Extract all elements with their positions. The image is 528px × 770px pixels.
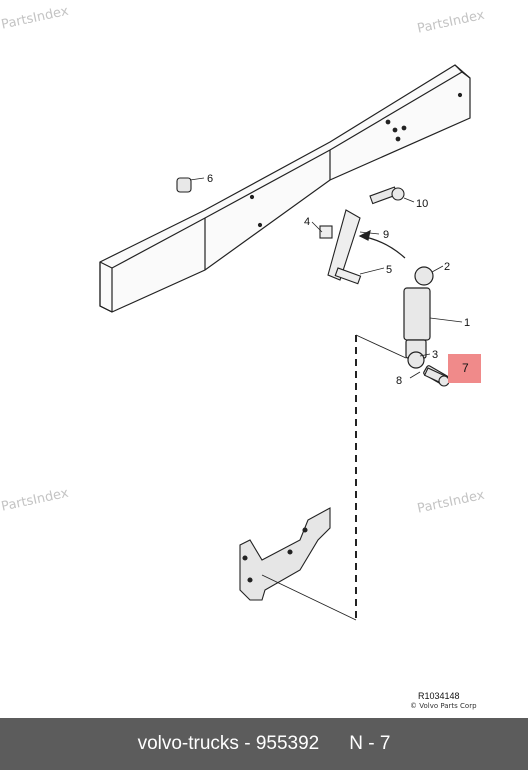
footer-bar: volvo-trucks - 955392 N - 7 bbox=[0, 718, 528, 770]
callout-8: 8 bbox=[396, 375, 402, 387]
bolt-10 bbox=[369, 186, 405, 205]
parts-diagram: 1 2 3 4 5 6 8 9 10 bbox=[99, 64, 471, 621]
frame-rail bbox=[99, 64, 471, 313]
copyright-text: © Volvo Parts Corp bbox=[410, 702, 477, 710]
ref-code: R1034148 bbox=[418, 691, 460, 701]
callout-9: 9 bbox=[383, 229, 389, 241]
callout-10: 10 bbox=[416, 198, 428, 210]
bracket-upper bbox=[319, 209, 362, 285]
callout-1: 1 bbox=[464, 317, 470, 329]
shock-absorber bbox=[403, 266, 449, 386]
lower-bracket bbox=[239, 507, 331, 601]
guide-lines bbox=[261, 334, 407, 621]
leader-lines bbox=[189, 177, 463, 379]
footer-part-ref: volvo-trucks - 955392 bbox=[137, 733, 320, 754]
callout-5: 5 bbox=[386, 264, 392, 276]
callout-4: 4 bbox=[304, 216, 310, 228]
highlight-box-7[interactable] bbox=[448, 354, 481, 383]
nut-6 bbox=[176, 177, 192, 193]
callout-7[interactable]: 7 bbox=[462, 361, 469, 375]
bolt-7 bbox=[423, 367, 450, 387]
footer-position: N - 7 bbox=[349, 733, 391, 754]
callout-3: 3 bbox=[432, 349, 438, 361]
callout-2: 2 bbox=[444, 261, 450, 273]
arrow bbox=[358, 229, 406, 259]
callout-6: 6 bbox=[207, 173, 213, 185]
